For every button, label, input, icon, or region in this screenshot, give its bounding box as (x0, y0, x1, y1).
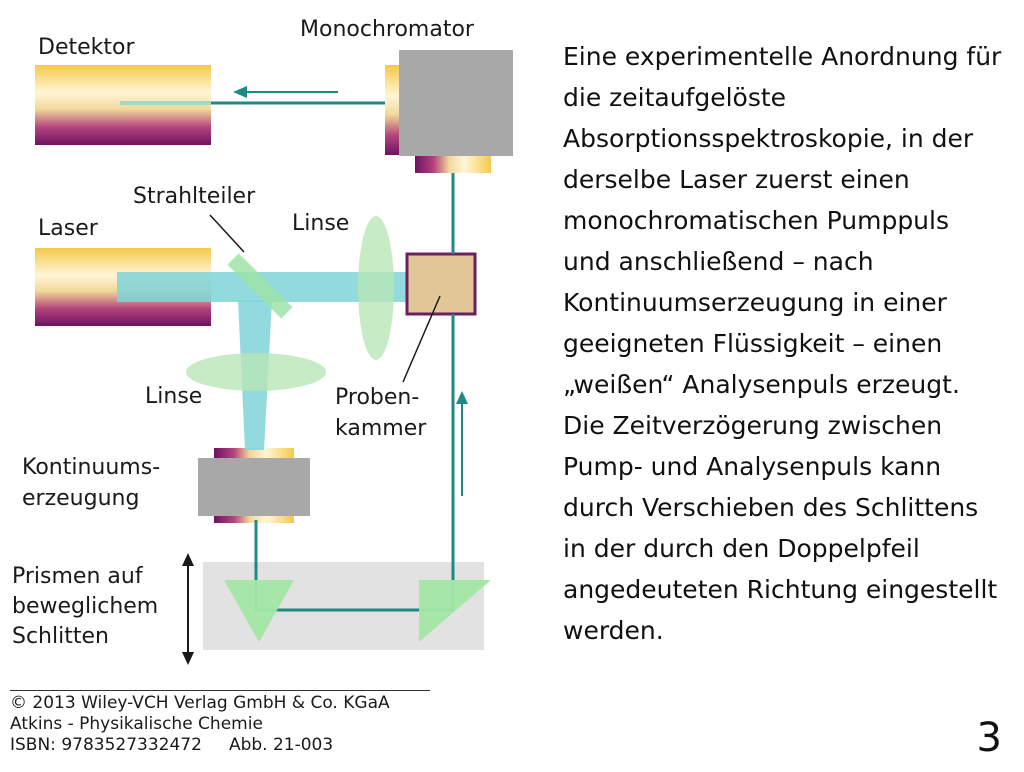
prisms-label-line1: Prismen auf (12, 564, 143, 589)
sample-chamber (405, 252, 477, 316)
monochromator-window (415, 153, 491, 173)
prisms-label: Prismen auf beweglichem Schlitten (12, 562, 158, 652)
monochromator-label: Monochromator (300, 17, 474, 42)
diagram-graphic (35, 50, 513, 665)
beam-splitter-leader (209, 214, 245, 253)
arrow-to-detector-head (233, 86, 247, 98)
double-arrow-bottom-head (182, 652, 194, 665)
lens-upper-label: Linse (292, 211, 350, 236)
copyright-line1: © 2013 Wiley-VCH Verlag GmbH & Co. KGaA (10, 693, 390, 713)
prism-left (224, 580, 294, 642)
continuum-bottom-window (214, 513, 294, 523)
arrow-up-head (456, 391, 468, 404)
monochromator-port (385, 65, 399, 155)
continuum-cell (198, 458, 310, 516)
continuum-label: Kontinuums- erzeugung (22, 452, 160, 514)
copyright-line2: Atkins - Physikalische Chemie (10, 714, 263, 734)
double-arrow-top-head (182, 553, 194, 566)
prisms-label-line2: beweglichem (12, 594, 159, 619)
copyright-notice: © 2013 Wiley-VCH Verlag GmbH & Co. KGaA … (10, 690, 430, 756)
spectroscopy-setup-diagram: Monochromator Detektor Strahlteiler Lase… (10, 17, 513, 756)
lens-lower-label: Linse (145, 384, 203, 409)
caption-text: Eine experimentelle Anordnung für die ze… (563, 42, 1002, 645)
sample-chamber-label: Proben- kammer (335, 382, 426, 444)
analysis-light-path (254, 314, 455, 612)
beam-splitter-label: Strahlteiler (133, 184, 256, 209)
copyright-line3: ISBN: 9783527332472 Abb. 21-003 (10, 735, 334, 755)
beam-splitter (227, 253, 293, 319)
sample-chamber-label-line2: kammer (335, 416, 427, 441)
laser-label: Laser (38, 216, 98, 241)
sample-chamber-leader (402, 295, 441, 383)
prism-right (419, 580, 491, 642)
prisms-label-line3: Schlitten (12, 624, 109, 649)
slide-number: 3 (976, 715, 1002, 761)
detector-label: Detektor (38, 35, 135, 60)
continuum-label-line1: Kontinuums- (22, 455, 161, 480)
continuum-label-line2: erzeugung (22, 486, 140, 511)
lens-lower (186, 353, 326, 391)
lens-upper (358, 216, 394, 360)
sample-chamber-label-line1: Proben- (335, 385, 420, 410)
monochromator-body (399, 50, 513, 156)
continuum-top-window (214, 448, 294, 460)
